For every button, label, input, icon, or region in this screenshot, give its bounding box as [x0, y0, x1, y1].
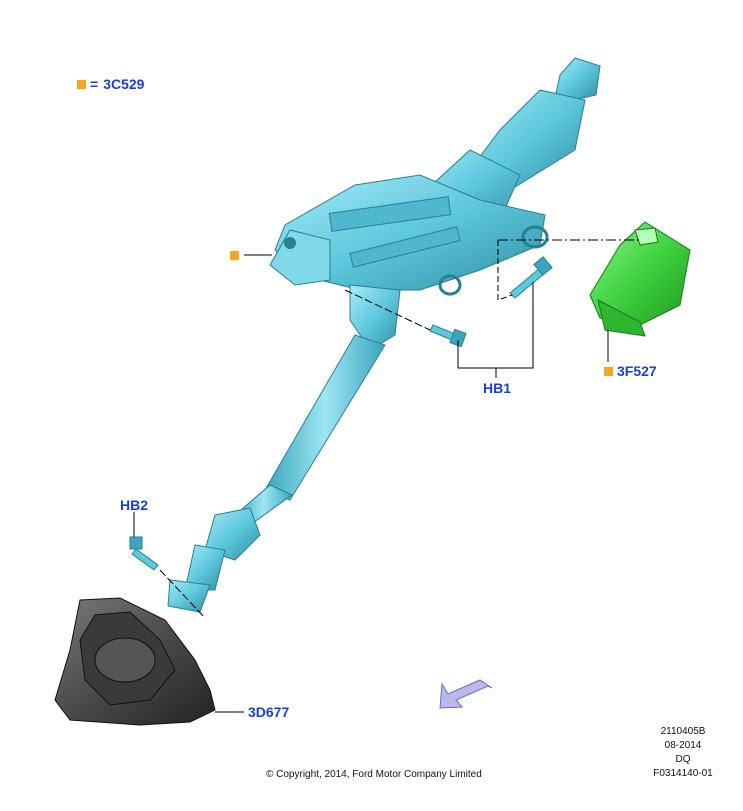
module-3f527	[589, 221, 691, 337]
marker-icon	[604, 366, 613, 376]
callout-boot: 3D677	[248, 704, 290, 720]
marker-icon	[77, 79, 86, 89]
marker-icon	[230, 250, 239, 260]
steering-column	[167, 57, 601, 613]
callout-module: 3F527	[604, 363, 657, 379]
leader-lines	[133, 239, 640, 713]
legend-code: 3C529	[103, 76, 145, 92]
figure-id: F0314140-01	[653, 768, 713, 779]
ref-number: 2110405B	[660, 726, 706, 737]
copyright: © Copyright, 2014, Ford Motor Company Li…	[266, 769, 482, 780]
legend: =3C529	[77, 76, 144, 92]
bracket-marker	[230, 247, 243, 263]
boot-3d677	[54, 597, 216, 726]
hb1-bolts	[429, 256, 553, 348]
date: 08-2014	[664, 740, 702, 751]
callout-module-label: 3F527	[617, 363, 657, 379]
footer-info: 2110405B 08-2014 DQ F0314140-01	[648, 725, 718, 781]
callout-hb2: HB2	[120, 497, 149, 513]
hb2-bolt	[129, 536, 159, 571]
code: DQ	[675, 754, 691, 765]
callout-hb1: HB1	[483, 380, 512, 396]
direction-arrow-icon	[439, 679, 493, 709]
